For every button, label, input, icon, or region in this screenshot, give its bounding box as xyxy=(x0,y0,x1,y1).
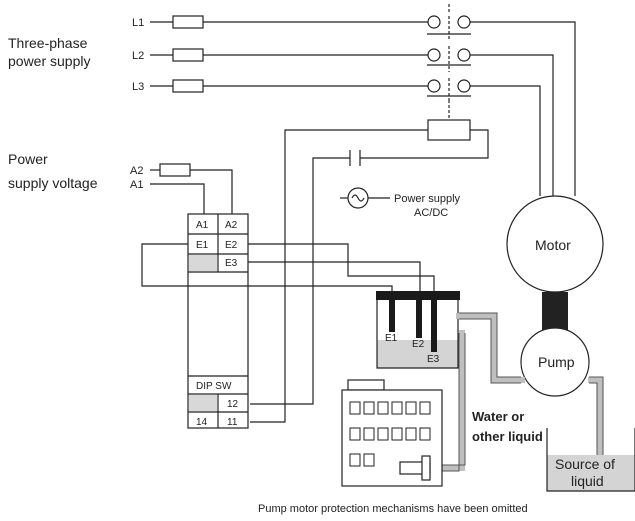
terminal-a1: A1 xyxy=(196,220,209,231)
pump-label: Pump xyxy=(538,354,575,370)
three-phase-label-2: power supply xyxy=(8,53,91,69)
electrode-e3 xyxy=(431,300,437,352)
electrode-label-e2: E2 xyxy=(412,339,425,350)
pump xyxy=(520,327,590,397)
power-supply-label-1: Power supply xyxy=(394,193,461,205)
water-label-1: Water or xyxy=(472,409,524,424)
electrode-e1 xyxy=(389,300,395,332)
contactor-coil xyxy=(427,119,471,141)
label-l2: L2 xyxy=(132,50,144,62)
source-label-2: liquid xyxy=(571,473,604,489)
electrode-e2 xyxy=(416,300,422,338)
label-l1: L1 xyxy=(132,17,144,29)
fuse-a2 xyxy=(159,163,191,177)
label-l3: L3 xyxy=(132,81,144,93)
dip-switch-label: DIP SW xyxy=(196,381,232,392)
power-supply-label-2: AC/DC xyxy=(414,207,448,219)
fuse-l1 xyxy=(172,15,204,29)
label-a2-ext: A2 xyxy=(130,165,143,177)
building xyxy=(341,379,443,487)
liquid-source xyxy=(546,428,635,492)
level-relay-unit xyxy=(187,213,249,429)
power-label-1: Power xyxy=(8,151,48,167)
terminal-12: 12 xyxy=(227,399,239,410)
terminal-e2: E2 xyxy=(225,240,238,251)
terminal-14: 14 xyxy=(196,417,208,428)
footnote: Pump motor protection mechanisms have be… xyxy=(258,503,528,515)
motor-shaft xyxy=(542,292,568,332)
terminal-e3: E3 xyxy=(225,258,238,269)
label-a1-ext: A1 xyxy=(130,179,143,191)
contactor-contacts xyxy=(427,4,471,120)
three-phase-label-1: Three-phase xyxy=(8,35,88,51)
electrode-holder xyxy=(376,291,460,300)
water-tank xyxy=(376,300,459,369)
motor-feed-lines xyxy=(470,21,576,196)
phase-lines xyxy=(150,15,428,93)
fuse-l3 xyxy=(172,79,204,93)
terminal-e1: E1 xyxy=(196,240,209,251)
electrode-label-e3: E3 xyxy=(427,354,440,365)
terminal-11: 11 xyxy=(227,417,238,428)
motor-label: Motor xyxy=(535,237,571,253)
source-label-1: Source of xyxy=(555,456,615,472)
electrode-label-e1: E1 xyxy=(385,333,398,344)
fuse-l2 xyxy=(172,48,204,62)
terminal-a2: A2 xyxy=(225,220,238,231)
water-label-2: other liquid xyxy=(472,429,543,444)
power-label-2: supply voltage xyxy=(8,175,98,191)
